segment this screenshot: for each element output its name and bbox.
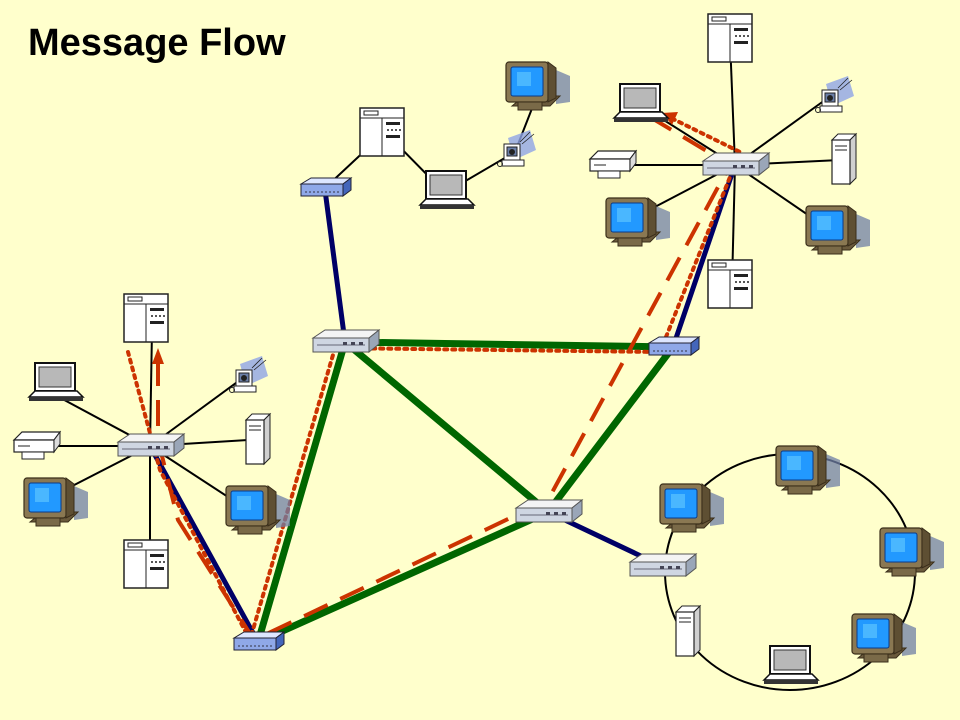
router-top[interactable] bbox=[300, 177, 352, 197]
tower-server-icon[interactable] bbox=[675, 605, 701, 657]
hub-ring[interactable] bbox=[629, 553, 697, 577]
slide-title: Message Flow bbox=[28, 22, 286, 64]
router-right[interactable] bbox=[648, 336, 700, 356]
router-center[interactable] bbox=[515, 499, 583, 523]
laptop-icon[interactable] bbox=[28, 362, 84, 402]
server-icon[interactable] bbox=[359, 107, 405, 157]
laptop-icon[interactable] bbox=[763, 645, 819, 685]
server-icon[interactable] bbox=[123, 539, 169, 589]
server-icon[interactable] bbox=[123, 293, 169, 343]
backbone-links bbox=[254, 338, 677, 646]
router-center-top[interactable] bbox=[312, 329, 380, 353]
laptop-icon[interactable] bbox=[613, 83, 669, 123]
hub-top-right[interactable] bbox=[702, 152, 770, 176]
hub-left[interactable] bbox=[117, 433, 185, 457]
tower-server-icon[interactable] bbox=[831, 133, 857, 185]
arrowhead-dashed-left bbox=[152, 348, 164, 364]
laptop-icon[interactable] bbox=[419, 170, 475, 210]
router-bottom-left[interactable] bbox=[233, 631, 285, 651]
server-icon[interactable] bbox=[707, 13, 753, 63]
tower-server-icon[interactable] bbox=[245, 413, 271, 465]
server-icon[interactable] bbox=[707, 259, 753, 309]
